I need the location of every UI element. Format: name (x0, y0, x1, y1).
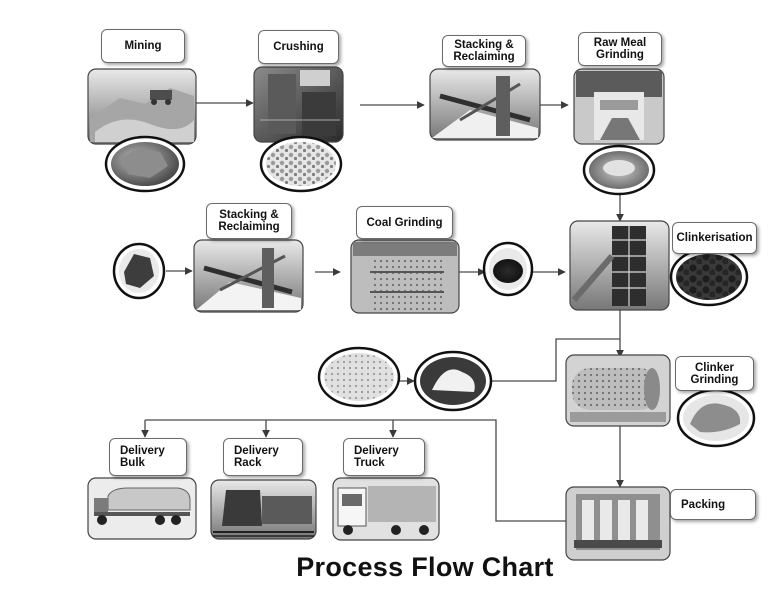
photo-stacker-reclaimer-2 (193, 239, 304, 313)
photo-raw-meal-powder (582, 144, 656, 196)
photo-limestone-lump (112, 242, 166, 300)
photo-mining (87, 68, 197, 145)
photo-pulverised-coal (482, 241, 534, 297)
photo-delivery-truck (332, 477, 440, 541)
photo-gypsum (317, 346, 401, 408)
label-delivery-rack: Delivery Rack (223, 438, 303, 476)
label-clinkerisation: Clinkerisation (672, 222, 757, 254)
label-stacking-reclaiming-1: Stacking & Reclaiming (442, 35, 526, 67)
label-clinker-grinding: Clinker Grinding (675, 356, 754, 391)
photo-kiln (569, 220, 670, 311)
photo-crusher (253, 66, 344, 143)
label-coal-grinding: Coal Grinding (356, 206, 453, 239)
photo-stacker-reclaimer-1 (429, 68, 541, 141)
photo-limestone-rock (104, 135, 186, 193)
label-delivery-bulk: Delivery Bulk (109, 438, 187, 476)
photo-cement (676, 388, 756, 448)
photo-clinker-mill (565, 354, 671, 427)
arrow-fly-ash-to-clinker-mill (490, 338, 620, 382)
photo-packing-plant (565, 486, 671, 561)
photo-clinker-nodules (669, 247, 749, 307)
connector-packing-to-delivery (145, 419, 566, 522)
label-packing: Packing (670, 489, 756, 520)
page-title: Process Flow Chart (296, 552, 554, 582)
photo-raw-mill (573, 68, 665, 145)
label-raw-meal-grinding: Raw Meal Grinding (578, 32, 662, 66)
photo-fly-ash (413, 350, 493, 412)
photo-crushed-stone (259, 135, 343, 193)
photo-delivery-bulk (87, 477, 197, 540)
label-stacking-reclaiming-2: Stacking & Reclaiming (206, 203, 292, 239)
photo-delivery-rack (210, 479, 317, 540)
connectors (141, 99, 624, 522)
photo-coal-mill (350, 239, 460, 314)
label-delivery-truck: Delivery Truck (343, 438, 425, 476)
label-crushing: Crushing (258, 30, 339, 64)
label-mining: Mining (101, 29, 185, 63)
